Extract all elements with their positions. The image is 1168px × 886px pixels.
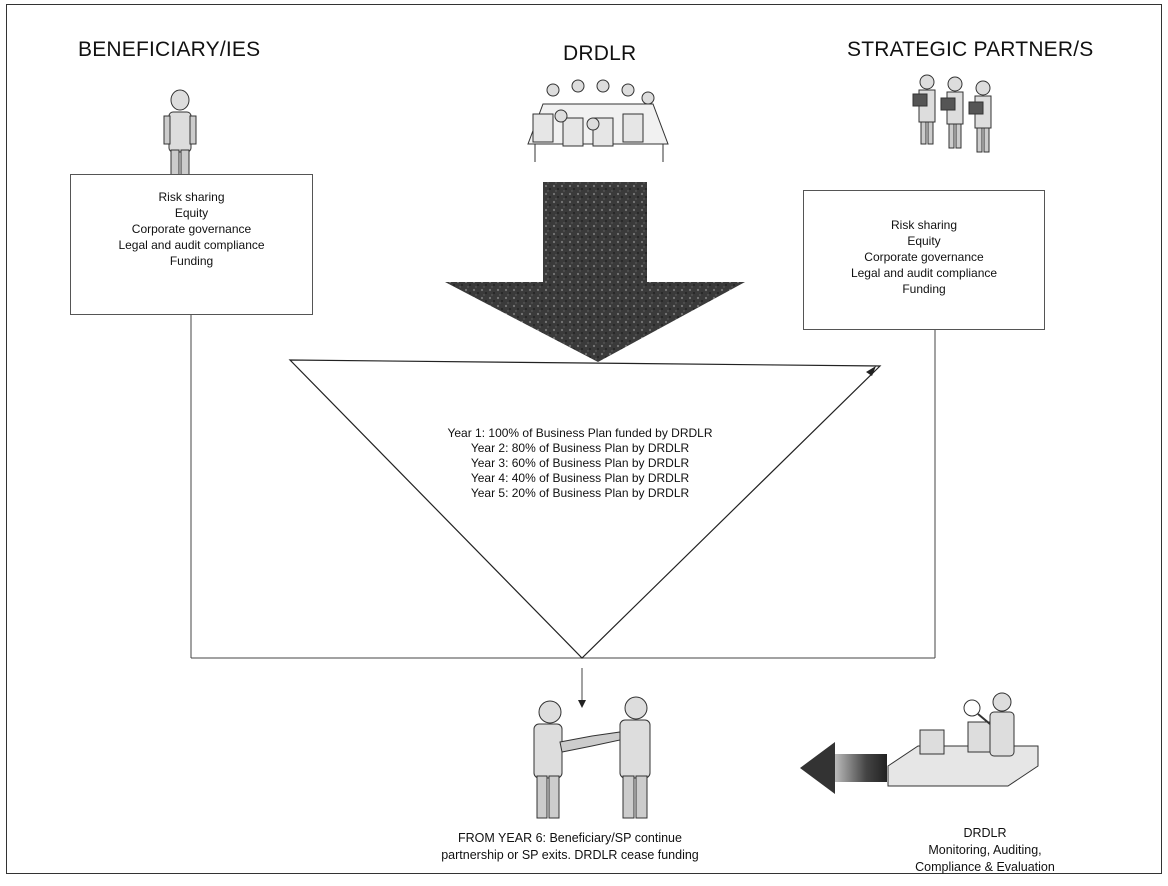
group-of-people-icon — [912, 74, 992, 153]
beneficiary-responsibilities-box: Risk sharing Equity Corporate governance… — [70, 174, 313, 315]
outcome-line-1: FROM YEAR 6: Beneficiary/SP continue — [458, 831, 682, 845]
right-box-item: Equity — [907, 234, 941, 248]
right-box-item: Funding — [902, 282, 946, 296]
funding-arrow — [445, 182, 745, 362]
diagram-frame — [6, 4, 1162, 874]
left-box-item: Equity — [174, 206, 209, 220]
monitoring-line-1: DRDLR — [963, 826, 1007, 840]
monitoring-arrow — [800, 742, 887, 794]
funding-year-1: Year 1: 100% of Business Plan funded by … — [447, 426, 713, 440]
triangle-corner-marker — [866, 366, 876, 376]
outcome-line-2: partnership or SP exits. DRDLR cease fun… — [441, 848, 699, 862]
meeting-table-icon — [527, 79, 669, 162]
monitoring-caption: DRDLR Monitoring, Auditing, Compliance &… — [900, 825, 1070, 876]
right-box-item: Legal and audit compliance — [850, 266, 998, 280]
handshake-icon — [533, 696, 651, 819]
beneficiary-header: BENEFICIARY/IES — [78, 38, 261, 61]
left-box-item: Funding — [169, 254, 214, 268]
monitoring-desk-icon — [887, 692, 1039, 787]
funding-year-4: Year 4: 40% of Business Plan by DRDLR — [470, 471, 690, 485]
partner-responsibilities-box: Risk sharing Equity Corporate governance… — [803, 190, 1045, 330]
outcome-caption: FROM YEAR 6: Beneficiary/SP continue par… — [420, 830, 720, 864]
right-box-item: Risk sharing — [890, 218, 958, 232]
strategic-partner-header: STRATEGIC PARTNER/S — [847, 38, 1094, 61]
tip-arrow-head — [578, 700, 586, 708]
funding-year-5: Year 5: 20% of Business Plan by DRDLR — [470, 486, 690, 500]
left-box-item: Risk sharing — [158, 190, 225, 204]
standing-person-icon — [163, 89, 197, 181]
funding-year-2: Year 2: 80% of Business Plan by DRDLR — [470, 441, 690, 455]
funding-triangle — [288, 359, 882, 659]
funding-year-3: Year 3: 60% of Business Plan by DRDLR — [470, 456, 690, 470]
monitoring-line-2: Monitoring, Auditing, — [928, 843, 1042, 857]
drdlr-header: DRDLR — [563, 42, 637, 65]
right-box-item: Corporate governance — [864, 250, 984, 264]
funding-schedule: Year 1: 100% of Business Plan funded by … — [400, 426, 760, 501]
monitoring-line-3: Compliance & Evaluation — [915, 860, 1055, 874]
left-box-item: Legal and audit compliance — [118, 238, 265, 252]
left-box-item: Corporate governance — [131, 222, 252, 236]
